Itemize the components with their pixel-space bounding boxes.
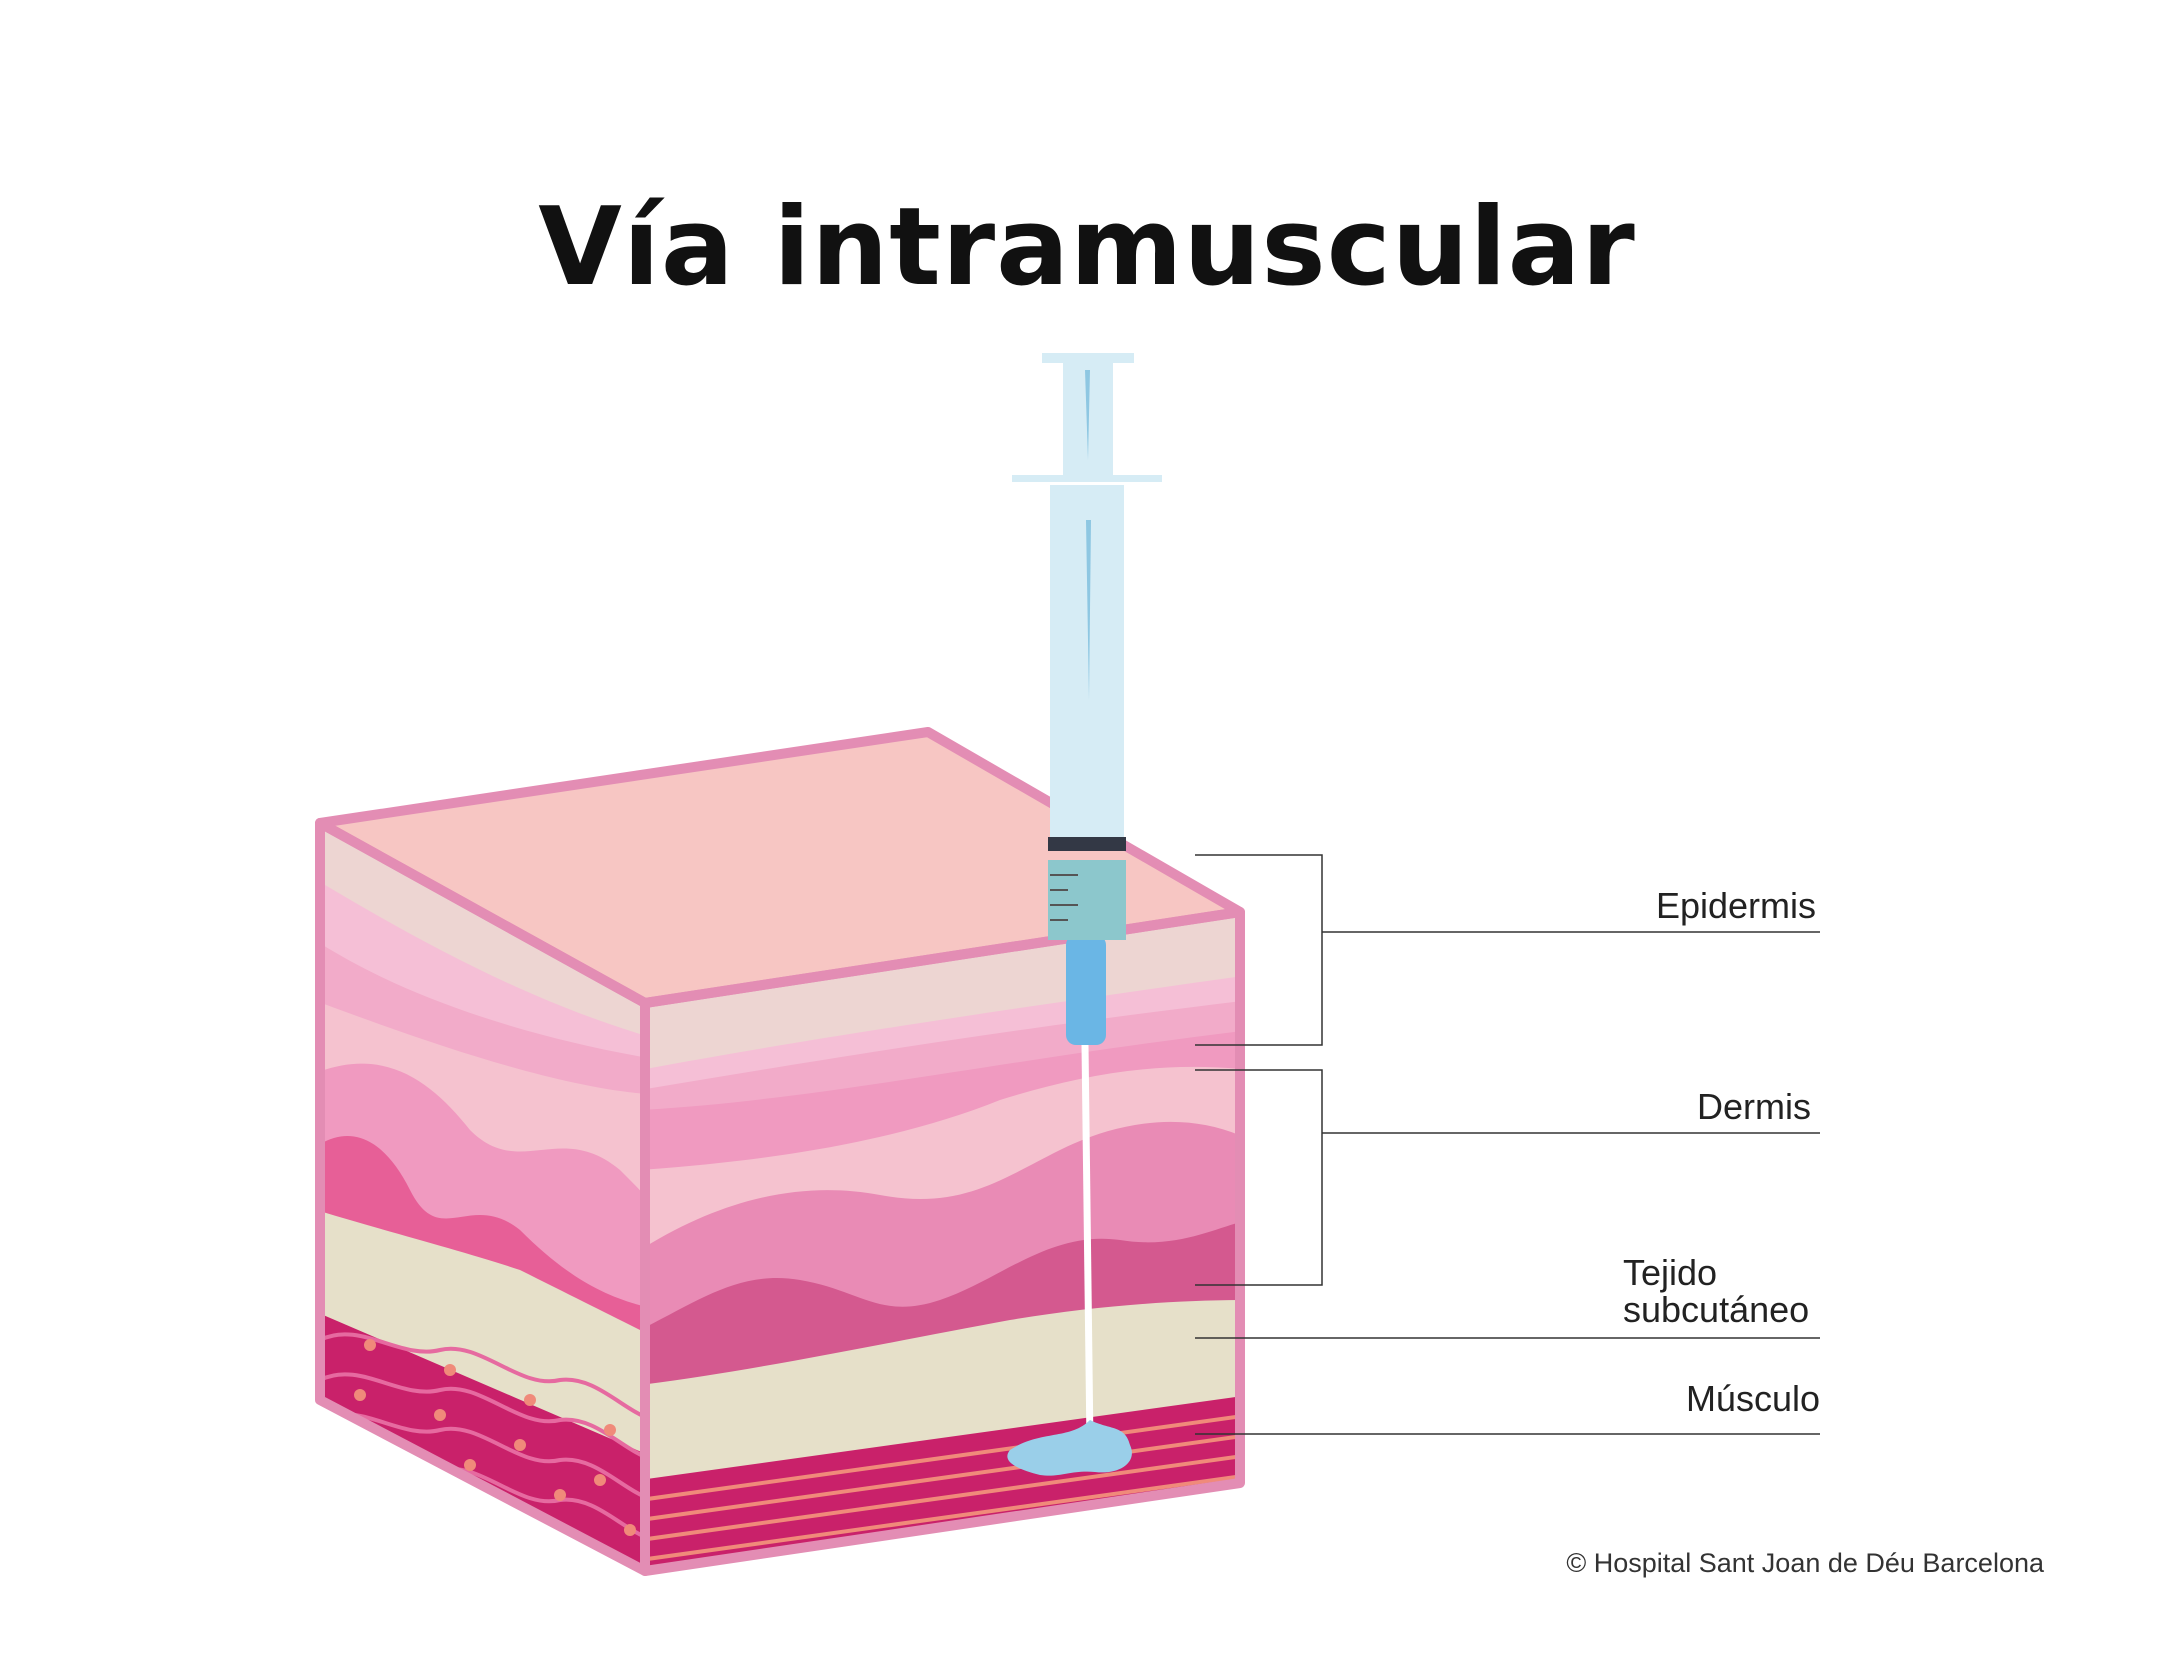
needle-hub [1066, 935, 1106, 1045]
label-subcutaneous-line2: subcutáneo [1623, 1289, 1810, 1330]
front-muscle-fibers [645, 1413, 1240, 1562]
plunger-highlight [1085, 370, 1090, 460]
plunger-stopper [1048, 837, 1126, 851]
dermis-bracket [1195, 1069, 1323, 1286]
leader-lines [1195, 854, 1820, 1435]
label-epidermis: Epidermis [1655, 885, 1816, 926]
diagram-title: Vía intramuscular [538, 185, 1636, 310]
label-dermis: Dermis [1697, 1086, 1811, 1127]
plunger-thumb-rest [1042, 353, 1134, 363]
block-outline [315, 727, 1245, 1576]
copyright-notice: © Hospital Sant Joan de Déu Barcelona [1566, 1548, 2044, 1578]
label-muscle: Músculo [1685, 1378, 1820, 1419]
epidermis-bracket [1195, 854, 1323, 1046]
syringe-tip [1048, 860, 1126, 940]
needle [1081, 1044, 1094, 1446]
finger-flange [1012, 475, 1162, 482]
barrel-highlight [1086, 520, 1091, 700]
label-subcutaneous-line1: Tejido [1623, 1252, 1718, 1293]
syringe [1007, 353, 1162, 1476]
syringe-scale [1050, 874, 1078, 921]
left-muscle-nuclei [354, 1339, 636, 1536]
injected-fluid [1007, 1420, 1132, 1476]
top-face [320, 732, 1240, 1003]
